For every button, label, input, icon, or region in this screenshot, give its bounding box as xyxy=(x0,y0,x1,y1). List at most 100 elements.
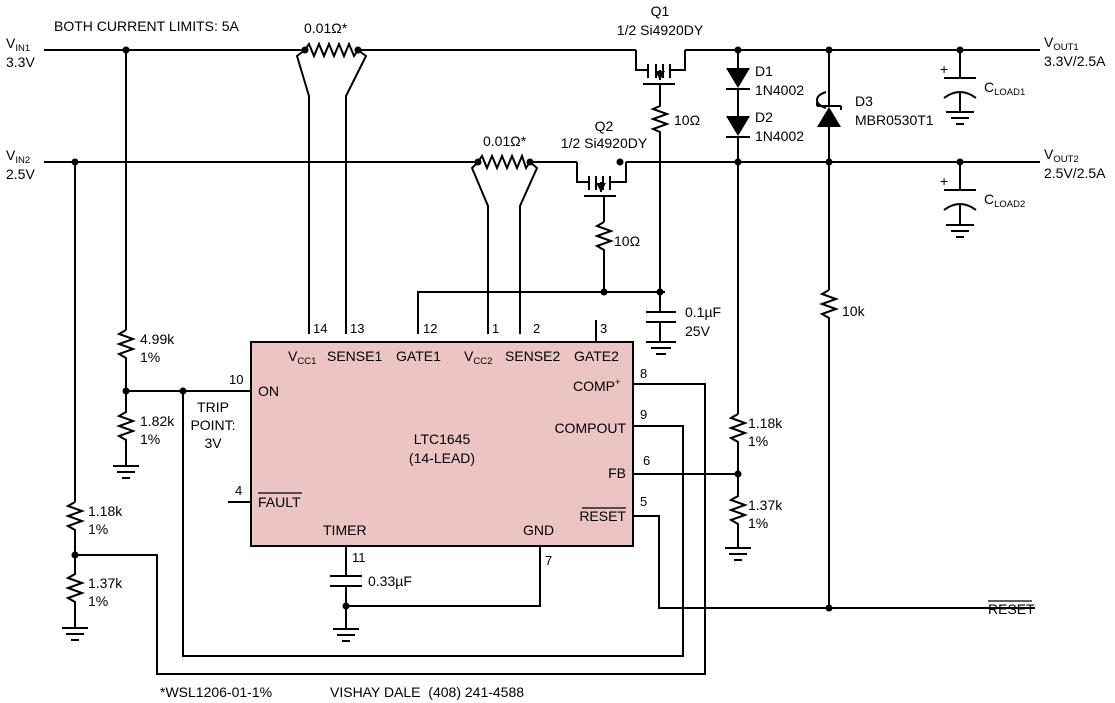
on-resistor-top-value: 4.99k xyxy=(140,331,175,347)
fb-resistor-top xyxy=(728,413,748,474)
cload2-plus: + xyxy=(940,173,948,189)
footnote-vendor: VISHAY DALE (408) 241-4588 xyxy=(330,684,524,700)
compout-wire xyxy=(182,391,684,657)
d2-ref: D2 xyxy=(755,109,773,125)
pin-label-gnd: GND xyxy=(523,522,554,538)
fb-resistor-top-value: 1.18k xyxy=(748,415,783,431)
sense-resistor-1-label: 0.01Ω* xyxy=(304,20,348,36)
vout2-value: 2.5V/2.5A xyxy=(1044,165,1106,181)
trip-point-line3: 3V xyxy=(204,435,222,451)
gate-cap-voltage: 25V xyxy=(685,323,711,339)
on-resistor-bottom xyxy=(116,391,136,466)
left-resistor-top xyxy=(65,501,85,555)
vin2-label: VIN2 xyxy=(6,147,30,166)
d3-ref: D3 xyxy=(855,93,873,109)
pin-num-sense2: 2 xyxy=(533,321,540,336)
fb-resistor-bottom xyxy=(728,474,748,548)
pin-num-gnd: 7 xyxy=(545,553,552,568)
timer-cap-label: 0.33µF xyxy=(368,573,412,589)
ltc1645-chip-body xyxy=(250,341,634,547)
q2-ref: Q2 xyxy=(595,118,614,134)
trip-point-line1: TRIP xyxy=(197,399,229,415)
pin-num-fault: 4 xyxy=(235,483,242,498)
gnd-pin-wire xyxy=(346,546,541,607)
q2-mosfet xyxy=(576,162,627,222)
ground-gate-cap xyxy=(646,341,676,355)
cload1-label: CLOAD1 xyxy=(984,79,1025,98)
sense-resistor-1 xyxy=(304,41,359,59)
d3-crossing-hop xyxy=(816,91,827,109)
ground-fb xyxy=(725,547,751,561)
pin-label-gate1: GATE1 xyxy=(396,348,441,364)
pin-label-timer: TIMER xyxy=(323,522,367,538)
vout1-label: VOUT1 xyxy=(1044,34,1079,53)
chip-name: LTC1645 xyxy=(414,431,471,447)
left-resistor-top-value: 1.18k xyxy=(88,503,123,519)
gate2-resistor-label: 10Ω xyxy=(614,233,640,249)
left-resistor-bottom-tol: 1% xyxy=(88,593,108,609)
cload2-label: CLOAD2 xyxy=(984,191,1025,210)
gate1-resistor xyxy=(650,95,670,292)
d2-part: 1N4002 xyxy=(755,128,804,144)
kelvin-sense1-right xyxy=(345,49,368,334)
on-resistor-bottom-value: 1.82k xyxy=(140,413,175,429)
left-resistor-bottom-value: 1.37k xyxy=(88,575,123,591)
kelvin-sense1-left xyxy=(295,49,310,334)
left-resistor-bottom xyxy=(65,555,85,628)
kelvin-sense2-left xyxy=(470,161,489,334)
pin-num-timer: 11 xyxy=(352,550,366,565)
fb-resistor-bottom-tol: 1% xyxy=(748,515,768,531)
on-resistor-top-tol: 1% xyxy=(140,349,160,365)
pin-label-reset: RESET xyxy=(579,508,626,524)
pin-label-comp-plus: COMP+ xyxy=(573,377,621,394)
junction-gate-bus xyxy=(600,288,608,296)
junction-q2-drain xyxy=(616,158,624,166)
pin-label-sense1: SENSE1 xyxy=(327,348,382,364)
vout1-value: 3.3V/2.5A xyxy=(1044,53,1106,69)
sense-resistor-2-label: 0.01Ω* xyxy=(483,133,527,149)
pin-num-reset: 5 xyxy=(640,494,647,509)
comp-plus-wire xyxy=(75,383,706,675)
sense-resistor-2 xyxy=(477,153,531,171)
diode-d1 xyxy=(726,50,750,116)
pin-num-vcc2: 1 xyxy=(492,321,499,336)
d1-ref: D1 xyxy=(755,63,773,79)
pullup-resistor-label: 10k xyxy=(842,303,866,319)
pin-label-vcc2: VCC2 xyxy=(464,348,492,367)
load-capacitor-1 xyxy=(943,50,977,125)
gate-capacitor xyxy=(646,311,676,342)
left-resistor-top-tol: 1% xyxy=(88,521,108,537)
d1-part: 1N4002 xyxy=(755,82,804,98)
diode-d2 xyxy=(726,116,750,162)
q1-mosfet xyxy=(635,50,686,95)
pin-num-sense1: 13 xyxy=(350,321,364,336)
pullup-resistor xyxy=(819,289,839,608)
gate1-resistor-label: 10Ω xyxy=(674,112,700,128)
pin-num-comp-plus: 8 xyxy=(640,366,647,381)
pin-num-fb: 6 xyxy=(643,453,650,468)
ground-left-divider xyxy=(62,627,88,641)
ground-timer xyxy=(333,628,359,642)
gate2-resistor xyxy=(594,221,614,292)
pin-label-vcc1: VCC1 xyxy=(288,348,316,367)
on-resistor-bottom-tol: 1% xyxy=(140,431,160,447)
pin-num-on: 10 xyxy=(229,372,243,387)
gate-bus-wire xyxy=(417,291,665,334)
trip-point-line2: POINT: xyxy=(190,417,235,433)
q1-part: 1/2 Si4920DY xyxy=(617,22,704,38)
load-capacitor-2 xyxy=(943,162,977,238)
vout2-label: VOUT2 xyxy=(1044,146,1079,165)
d3-part: MBR0530T1 xyxy=(855,112,934,128)
on-resistor-top xyxy=(116,329,136,391)
pin-label-gate2: GATE2 xyxy=(574,348,619,364)
footnote-part: *WSL1206-01-1% xyxy=(160,684,272,700)
pin-num-vcc1: 14 xyxy=(313,321,327,336)
pin-label-fb: FB xyxy=(608,465,626,481)
pin-label-fault: FAULT xyxy=(258,494,301,510)
note-current-limits: BOTH CURRENT LIMITS: 5A xyxy=(54,18,240,34)
pin-label-compout: COMPOUT xyxy=(554,420,626,436)
pin-num-gate2: 3 xyxy=(600,321,607,336)
pin-num-gate1: 12 xyxy=(423,321,437,336)
vin2-value: 2.5V xyxy=(6,166,35,182)
